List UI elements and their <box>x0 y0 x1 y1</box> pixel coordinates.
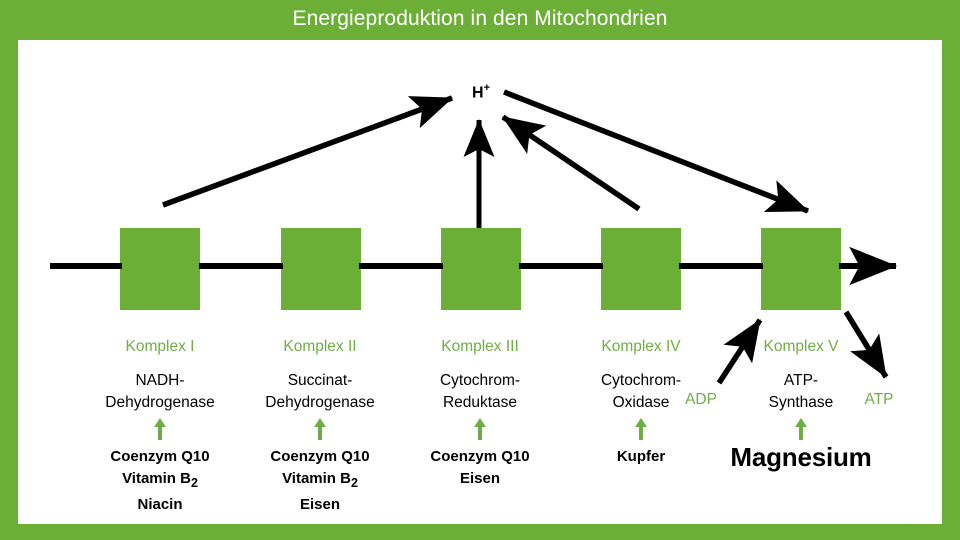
enzyme-line: ATP- <box>783 372 819 389</box>
nutrient-item: Eisen <box>299 496 341 513</box>
nutrient-item: Eisen <box>459 470 501 487</box>
nutrient-item: Kupfer <box>616 448 666 465</box>
enzyme-line: NADH- <box>135 372 185 389</box>
complex-box-1[interactable] <box>120 228 200 310</box>
nutrient-item: Coenzym Q10 <box>270 448 370 465</box>
enzyme-line: Oxidase <box>612 394 670 411</box>
page-title: Energieproduktion in den Mitochondrien <box>292 7 668 30</box>
complex-box-3[interactable] <box>441 228 521 310</box>
nutrient-item: Coenzym Q10 <box>430 448 530 465</box>
enzyme-line: Cytochrom- <box>439 372 521 389</box>
atp-label: ATP <box>864 391 894 408</box>
complex-label-1: Komplex I <box>125 338 195 355</box>
enzyme-label-2: Succinat- Dehydrogenase <box>230 370 410 414</box>
proton-label: H+ <box>451 82 511 102</box>
complex-column-5: Komplex V ATP- Synthase Magnesium <box>711 337 891 472</box>
nutrient-item: Niacin <box>137 496 183 513</box>
nutrient-list-1: Coenzym Q10 Vitamin B2 Niacin <box>70 446 250 516</box>
complex-column-1: Komplex I NADH- Dehydrogenase Coenzym Q1… <box>70 337 250 516</box>
enzyme-line: Synthase <box>768 394 834 411</box>
complex-box-4[interactable] <box>601 228 681 310</box>
nutrient-list-3: Coenzym Q10 Eisen <box>390 446 570 490</box>
complex-label-2: Komplex II <box>283 338 357 355</box>
green-up-arrow-icon <box>635 418 647 440</box>
green-up-arrow-icon <box>314 418 326 440</box>
enzyme-label-5: ATP- Synthase <box>711 370 891 414</box>
enzyme-line: Dehydrogenase <box>265 394 375 411</box>
nutrient-list-2: Coenzym Q10 Vitamin B2 Eisen <box>230 446 410 516</box>
proton-charge: + <box>483 82 490 94</box>
nutrient-item: Coenzym Q10 <box>110 448 210 465</box>
nutrient-list-4: Kupfer <box>551 446 731 468</box>
enzyme-label-3: Cytochrom- Reduktase <box>390 370 570 414</box>
complex-column-4: Komplex IV Cytochrom- Oxidase Kupfer <box>551 337 731 468</box>
green-up-arrow-icon <box>795 418 807 440</box>
nutrient-item: Vitamin B2 <box>122 470 198 490</box>
green-up-arrow-icon <box>154 418 166 440</box>
enzyme-line: Cytochrom- <box>600 372 682 389</box>
enzyme-label-4: Cytochrom- Oxidase <box>551 370 731 414</box>
adp-label: ADP <box>685 391 717 408</box>
proton-symbol: H <box>472 84 484 102</box>
enzyme-line: Dehydrogenase <box>105 394 215 411</box>
enzyme-label-1: NADH- Dehydrogenase <box>70 370 250 414</box>
complex-label-5: Komplex V <box>763 338 839 355</box>
green-up-arrow-icon <box>474 418 486 440</box>
nutrient-list-5: Magnesium <box>711 442 891 472</box>
nutrient-item: Magnesium <box>730 442 872 472</box>
enzyme-line: Reduktase <box>442 394 518 411</box>
nutrient-item: Vitamin B2 <box>282 470 358 490</box>
complex-column-3: Komplex III Cytochrom- Reduktase Coenzym… <box>390 337 570 490</box>
complex-box-5[interactable] <box>761 228 841 310</box>
complex-column-2: Komplex II Succinat- Dehydrogenase Coenz… <box>230 337 410 516</box>
enzyme-line: Succinat- <box>287 372 353 389</box>
complex-label-3: Komplex III <box>441 338 519 355</box>
complex-box-2[interactable] <box>281 228 361 310</box>
complex-label-4: Komplex IV <box>601 338 681 355</box>
